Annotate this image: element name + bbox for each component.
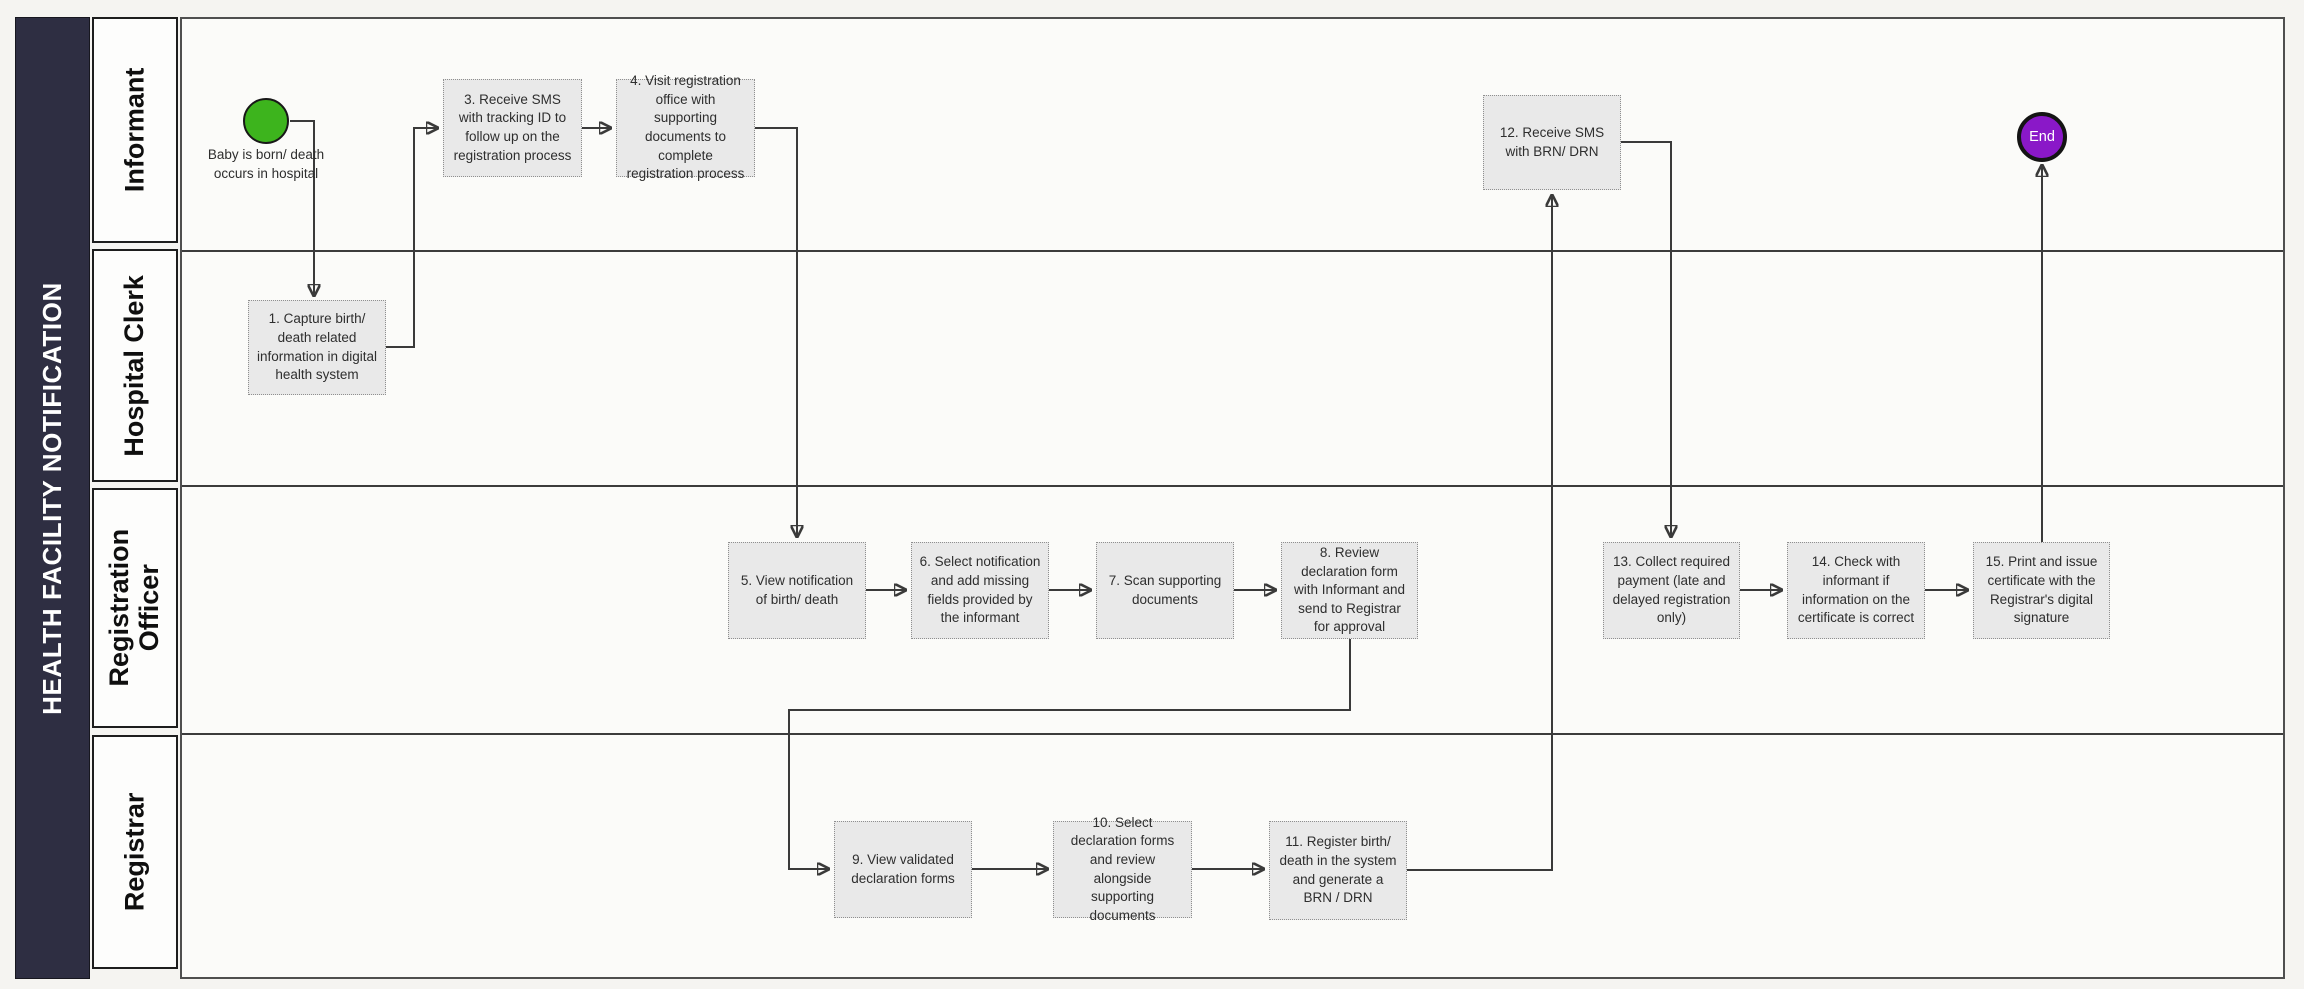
start-event-circle[interactable] — [243, 98, 289, 144]
connector-4-to-5 — [755, 127, 797, 536]
connector-start-to-1 — [290, 120, 314, 295]
lane-label-informant: Informant — [92, 17, 178, 243]
task-12-receive-sms-brn-drn[interactable]: 12. Receive SMS with BRN/ DRN — [1483, 95, 1621, 190]
lane-label-registrar: Registrar — [92, 735, 178, 969]
task-8-review-declaration[interactable]: 8. Review declaration form with Informan… — [1281, 542, 1418, 639]
end-event-circle[interactable]: End — [2017, 112, 2067, 162]
task-9-view-validated-forms[interactable]: 9. View validated declaration forms — [834, 821, 972, 918]
connector-8-to-9 — [788, 639, 1351, 869]
task-4-visit-registration-office[interactable]: 4. Visit registration office with suppor… — [616, 73, 755, 181]
task-14-check-with-informant[interactable]: 14. Check with informant if information … — [1787, 542, 1925, 639]
task-5-view-notification[interactable]: 5. View notification of birth/ death — [728, 542, 866, 639]
pool-title-bar: HEALTH FACILITY NOTIFICATION — [15, 17, 90, 979]
connector-1-to-3 — [386, 128, 437, 348]
lane-label-hospital-clerk: Hospital Clerk — [92, 249, 178, 482]
task-15-print-issue-certificate[interactable]: 15. Print and issue certificate with the… — [1973, 542, 2110, 639]
lane-divider-1 — [182, 250, 2283, 252]
end-event-label: End — [2029, 129, 2055, 145]
lane-divider-3 — [182, 733, 2283, 735]
task-3-receive-sms-tracking-id[interactable]: 3. Receive SMS with tracking ID to follo… — [443, 79, 582, 177]
connector-11-to-12 — [1407, 196, 1552, 871]
task-6-select-notification[interactable]: 6. Select notification and add missing f… — [911, 542, 1049, 639]
lane-label-registration-officer: Registration Officer — [92, 488, 178, 728]
task-11-register-birth-death[interactable]: 11. Register birth/ death in the system … — [1269, 821, 1407, 920]
task-13-collect-payment[interactable]: 13. Collect required payment (late and d… — [1603, 542, 1740, 639]
start-event-caption: Baby is born/ death occurs in hospital — [207, 147, 325, 181]
task-7-scan-documents[interactable]: 7. Scan supporting documents — [1096, 542, 1234, 639]
lane-divider-2 — [182, 485, 2283, 487]
task-10-select-declaration-forms[interactable]: 10. Select declaration forms and review … — [1053, 815, 1192, 923]
lane-region — [180, 17, 2285, 979]
connector-12-to-13 — [1621, 141, 1671, 536]
task-1-capture-information[interactable]: 1. Capture birth/ death related informat… — [248, 300, 386, 395]
